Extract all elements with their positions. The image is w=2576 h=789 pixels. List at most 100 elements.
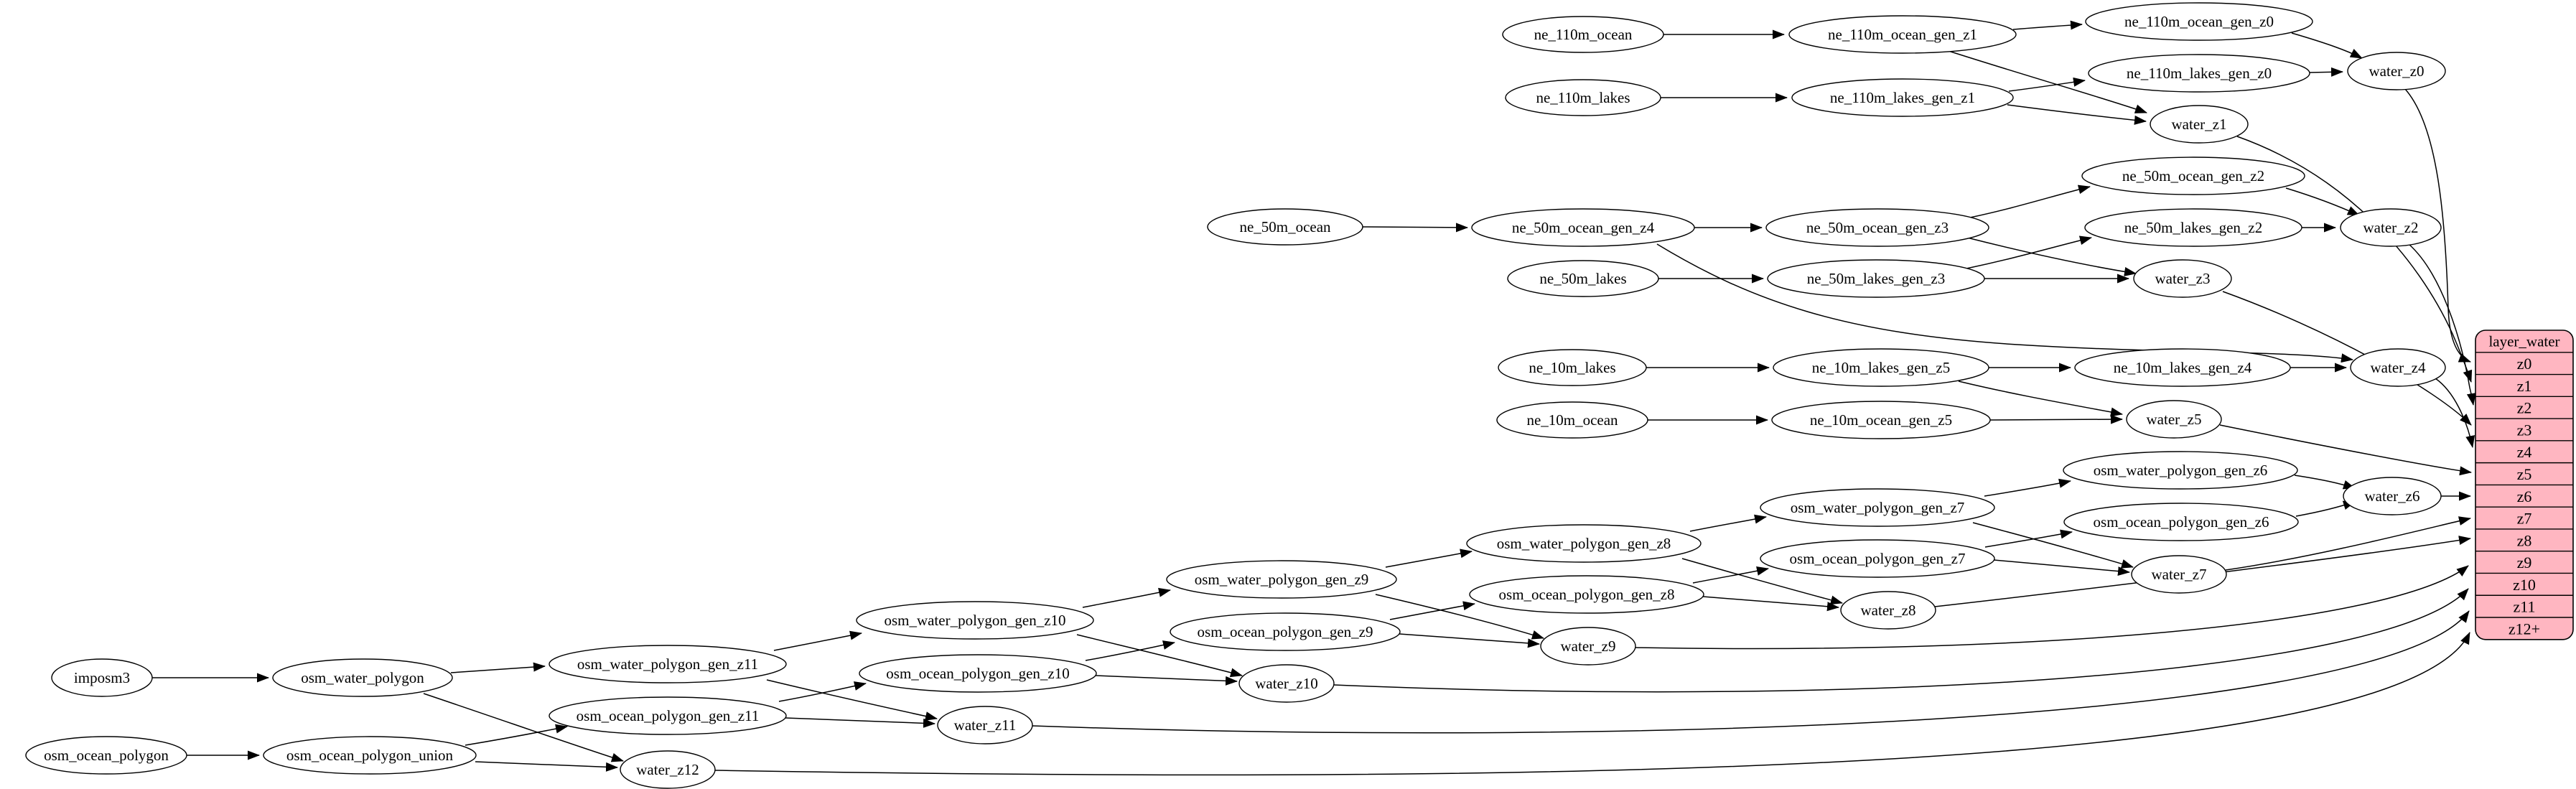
node-ne_50m_lakes_gen_z2: ne_50m_lakes_gen_z2 — [2084, 208, 2302, 247]
node-label-osm_water_polygon_gen_z7: osm_water_polygon_gen_z7 — [1791, 499, 1965, 516]
node-ellipse-ne_10m_lakes_gen_z5 — [1773, 348, 1989, 387]
node-label-osm_water_polygon_gen_z11: osm_water_polygon_gen_z11 — [577, 655, 758, 673]
edge-osm_ocean_polygon_gen_z7-to-osm_ocean_polygon_gen_z6 — [1984, 529, 2073, 548]
node-ellipse-ne_110m_lakes — [1505, 79, 1661, 116]
edge-osm_water_polygon_gen_z7-to-water_z7 — [1972, 522, 2134, 569]
layer-water-table: layer_waterz0z1z2z3z4z5z6z7z8z9z10z11z12… — [2475, 330, 2574, 640]
edge-ne_110m_lakes_gen_z1-to-ne_110m_lakes_gen_z0 — [2008, 77, 2086, 92]
node-ellipse-water_z5 — [2126, 400, 2222, 439]
node-water_z1: water_z1 — [2150, 105, 2249, 144]
node-ellipse-ne_50m_ocean_gen_z3 — [1765, 208, 1989, 247]
table-row-z4: z4 — [2517, 443, 2532, 461]
node-label-water_z2: water_z2 — [2363, 219, 2419, 236]
node-ellipse-water_z2 — [2340, 208, 2442, 247]
node-water_z5: water_z5 — [2126, 400, 2222, 439]
node-ne_10m_ocean_gen_z5: ne_10m_ocean_gen_z5 — [1771, 401, 1991, 439]
node-ellipse-osm_water_polygon_gen_z6 — [2063, 451, 2298, 490]
node-ne_110m_ocean_gen_z0: ne_110m_ocean_gen_z0 — [2085, 2, 2313, 41]
node-osm_water_polygon_gen_z6: osm_water_polygon_gen_z6 — [2063, 451, 2298, 490]
layer-water-table-title: layer_water — [2488, 332, 2559, 350]
node-water_z12: water_z12 — [620, 750, 716, 789]
node-ne_10m_lakes_gen_z4: ne_10m_lakes_gen_z4 — [2074, 348, 2291, 387]
node-label-imposm3: imposm3 — [74, 669, 130, 686]
node-label-water_z1: water_z1 — [2172, 116, 2227, 133]
edge-osm_ocean_polygon_gen_z9-to-osm_ocean_polygon_gen_z8 — [1389, 601, 1475, 620]
node-label-water_z7: water_z7 — [2152, 566, 2207, 583]
node-ellipse-ne_10m_lakes_gen_z4 — [2074, 348, 2291, 387]
node-label-osm_ocean_polygon_gen_z9: osm_ocean_polygon_gen_z9 — [1198, 623, 1373, 640]
node-label-osm_ocean_polygon_gen_z10: osm_ocean_polygon_gen_z10 — [886, 665, 1069, 682]
table-row-z7: z7 — [2517, 510, 2532, 528]
node-imposm3: imposm3 — [51, 658, 153, 697]
edge-osm_ocean_polygon_gen_z8-to-water_z8 — [1702, 596, 1839, 612]
node-osm_ocean_polygon_gen_z6: osm_ocean_polygon_gen_z6 — [2063, 503, 2299, 541]
node-ellipse-osm_ocean_polygon_gen_z7 — [1760, 539, 1995, 578]
node-ne_10m_lakes: ne_10m_lakes — [1498, 349, 1647, 386]
edge-osm_water_polygon-to-osm_water_polygon_gen_z11 — [450, 662, 546, 673]
node-water_z7: water_z7 — [2131, 555, 2227, 594]
edge-osm_water_polygon_gen_z11-to-osm_water_polygon_gen_z10 — [773, 630, 862, 651]
node-ellipse-osm_water_polygon — [272, 658, 453, 697]
node-ne_110m_ocean_gen_z1: ne_110m_ocean_gen_z1 — [1788, 15, 2017, 54]
node-label-ne_110m_ocean_gen_z1: ne_110m_ocean_gen_z1 — [1828, 26, 1977, 43]
node-label-water_z12: water_z12 — [636, 761, 699, 778]
node-ne_10m_ocean: ne_10m_ocean — [1496, 401, 1648, 439]
node-osm_ocean_polygon_gen_z10: osm_ocean_polygon_gen_z10 — [859, 654, 1097, 693]
node-ellipse-water_z6 — [2343, 477, 2442, 515]
edge-water_z7-to-layer-water-z7 — [2225, 516, 2471, 571]
edge-osm_water_polygon_gen_z6-to-water_z6 — [2294, 475, 2356, 490]
node-label-osm_water_polygon_gen_z10: osm_water_polygon_gen_z10 — [884, 612, 1065, 629]
edge-osm_ocean_polygon_union-to-water_z12 — [475, 761, 618, 772]
node-label-water_z0: water_z0 — [2369, 62, 2425, 80]
node-ne_50m_ocean_gen_z2: ne_50m_ocean_gen_z2 — [2081, 157, 2305, 195]
node-ellipse-osm_ocean_polygon — [25, 736, 187, 775]
node-ellipse-water_z8 — [1840, 591, 1936, 630]
node-label-osm_ocean_polygon_gen_z11: osm_ocean_polygon_gen_z11 — [577, 707, 760, 724]
edge-ne_50m_lakes_gen_z3-to-ne_50m_lakes_gen_z2 — [1966, 235, 2092, 269]
node-ellipse-ne_110m_lakes_gen_z0 — [2088, 54, 2310, 93]
table-row-z12+: z12+ — [2509, 620, 2540, 638]
node-ellipse-ne_50m_lakes — [1507, 260, 1659, 297]
edge-osm_ocean_polygon_gen_z8-to-osm_ocean_polygon_gen_z7 — [1692, 566, 1769, 584]
node-label-osm_water_polygon_gen_z9: osm_water_polygon_gen_z9 — [1195, 571, 1369, 588]
node-ellipse-ne_50m_ocean_gen_z4 — [1471, 208, 1695, 247]
node-ellipse-water_z7 — [2131, 555, 2227, 594]
node-label-ne_10m_lakes_gen_z4: ne_10m_lakes_gen_z4 — [2114, 359, 2252, 376]
node-osm_ocean_polygon: osm_ocean_polygon — [25, 736, 187, 775]
node-label-ne_50m_lakes_gen_z3: ne_50m_lakes_gen_z3 — [1807, 270, 1945, 287]
node-ne_50m_lakes_gen_z3: ne_50m_lakes_gen_z3 — [1767, 259, 1985, 298]
node-ellipse-water_z1 — [2150, 105, 2249, 144]
node-label-water_z8: water_z8 — [1861, 602, 1916, 619]
node-ne_50m_ocean_gen_z4: ne_50m_ocean_gen_z4 — [1471, 208, 1695, 247]
node-label-ne_50m_ocean: ne_50m_ocean — [1239, 218, 1331, 235]
node-ellipse-water_z12 — [620, 750, 716, 789]
table-row-z0: z0 — [2517, 355, 2532, 373]
node-ellipse-ne_110m_ocean — [1502, 16, 1664, 53]
node-ellipse-ne_110m_lakes_gen_z1 — [1791, 78, 2014, 117]
edge-ne_50m_ocean_gen_z2-to-water_z2 — [2285, 187, 2360, 216]
node-osm_ocean_polygon_union: osm_ocean_polygon_union — [263, 736, 477, 775]
node-osm_ocean_polygon_gen_z7: osm_ocean_polygon_gen_z7 — [1760, 539, 1995, 578]
node-ne_110m_lakes: ne_110m_lakes — [1505, 79, 1661, 116]
node-osm_water_polygon_gen_z9: osm_water_polygon_gen_z9 — [1166, 560, 1397, 599]
node-osm_ocean_polygon_gen_z11: osm_ocean_polygon_gen_z11 — [549, 696, 787, 735]
node-water_z2: water_z2 — [2340, 208, 2442, 247]
edge-osm_ocean_polygon_gen_z10-to-osm_ocean_polygon_gen_z9 — [1085, 640, 1175, 661]
node-osm_water_polygon_gen_z7: osm_water_polygon_gen_z7 — [1760, 488, 1995, 527]
node-label-osm_water_polygon_gen_z8: osm_water_polygon_gen_z8 — [1497, 535, 1671, 552]
edge-osm_ocean_polygon_gen_z11-to-osm_ocean_polygon_gen_z10 — [778, 681, 867, 702]
node-ellipse-osm_ocean_polygon_gen_z6 — [2063, 503, 2299, 541]
node-ellipse-water_z3 — [2133, 259, 2232, 298]
node-ne_110m_ocean: ne_110m_ocean — [1502, 16, 1664, 53]
node-ellipse-water_z11 — [937, 706, 1033, 744]
edge-ne_110m_lakes_gen_z0-to-water_z0 — [2309, 67, 2343, 77]
table-row-z6: z6 — [2517, 487, 2532, 505]
edge-ne_10m_lakes_gen_z5-to-water_z5 — [1958, 381, 2123, 417]
node-osm_water_polygon_gen_z10: osm_water_polygon_gen_z10 — [856, 601, 1094, 640]
edge-water_z8-to-layer-water-z8 — [1934, 536, 2471, 607]
node-ne_110m_lakes_gen_z1: ne_110m_lakes_gen_z1 — [1791, 78, 2014, 117]
edge-water_z0-to-layer-water-z0 — [2404, 88, 2471, 363]
node-label-ne_110m_lakes: ne_110m_lakes — [1536, 89, 1630, 106]
edge-osm_water_polygon-to-water_z12 — [423, 693, 624, 762]
